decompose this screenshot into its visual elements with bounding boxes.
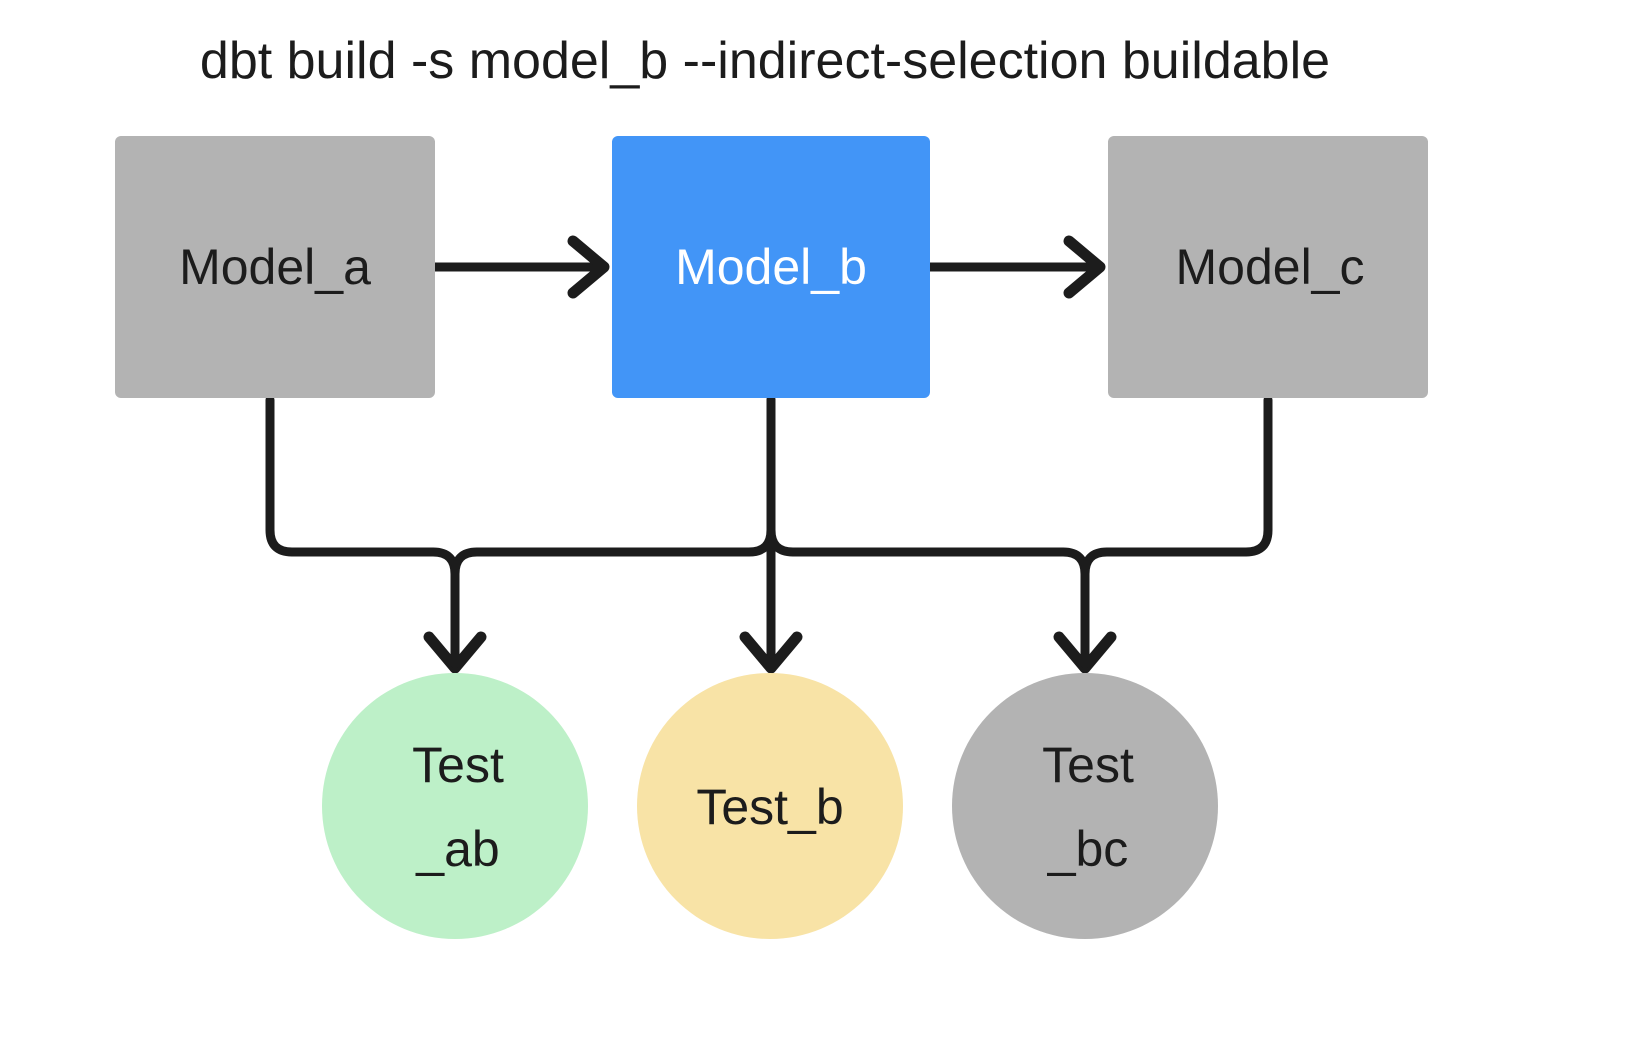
model-a-box[interactable] — [115, 136, 435, 398]
model-node-model-c[interactable]: Model_c — [1108, 136, 1428, 398]
arrowhead-icon — [567, 235, 610, 299]
test-node-layer: Test _ab Test_b Test _bc — [322, 673, 1218, 939]
edge-model-b-to-model-c — [925, 235, 1106, 299]
model-a-label: Model_a — [179, 239, 371, 295]
model-node-layer: Model_a Model_b Model_c — [115, 136, 1428, 398]
test-node-test-b[interactable]: Test_b — [637, 673, 903, 939]
model-b-label: Model_b — [675, 239, 867, 295]
test-b-circle[interactable] — [637, 673, 903, 939]
test-node-test-ab[interactable]: Test _ab — [322, 673, 588, 939]
test-node-test-bc[interactable]: Test _bc — [952, 673, 1218, 939]
test-bc-label-line2: _bc — [1047, 821, 1129, 877]
test-ab-label-line2: _ab — [415, 821, 499, 877]
page-title: dbt build -s model_b --indirect-selectio… — [200, 32, 1330, 90]
edge-layer — [265, 235, 1273, 674]
edge-line-c-testbc — [1080, 395, 1273, 669]
arrowhead-icon — [1063, 235, 1106, 299]
edge-line-b-testab — [450, 395, 776, 669]
edge-model-a-to-test-ab — [265, 395, 487, 674]
edge-line-a-testab — [265, 395, 460, 669]
edge-model-b-to-test-bc — [766, 395, 1117, 674]
edge-model-a-to-model-b — [430, 235, 610, 299]
test-ab-circle[interactable] — [322, 673, 588, 939]
edge-model-c-to-test-bc — [1080, 395, 1273, 669]
model-node-model-b[interactable]: Model_b — [612, 136, 930, 398]
test-bc-label-line1: Test — [1042, 737, 1134, 793]
test-bc-circle[interactable] — [952, 673, 1218, 939]
arrowhead-icon — [739, 631, 803, 674]
edge-model-b-to-test-ab — [450, 395, 776, 669]
edge-line-b-testbc — [766, 395, 1090, 669]
model-node-model-a[interactable]: Model_a — [115, 136, 435, 398]
model-c-box[interactable] — [1108, 136, 1428, 398]
model-c-label: Model_c — [1176, 239, 1365, 295]
model-b-box[interactable] — [612, 136, 930, 398]
test-b-label-line1: Test_b — [696, 779, 843, 835]
test-ab-label-line1: Test — [412, 737, 504, 793]
